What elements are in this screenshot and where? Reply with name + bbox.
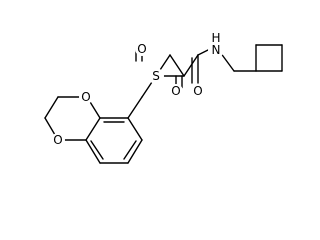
- bond: [127, 117, 143, 141]
- atom-labels: S O O O N H O O: [53, 31, 220, 147]
- sulfur-label: S: [152, 69, 160, 83]
- bond: [44, 96, 59, 119]
- bond: [85, 117, 101, 141]
- bond: [219, 51, 235, 72]
- bond: [169, 54, 185, 77]
- amide-nitrogen-label: N: [212, 43, 221, 57]
- bond: [90, 140, 104, 160]
- bond-layer: [44, 44, 283, 164]
- amide-hydrogen-label: H: [211, 31, 220, 45]
- ring-oxygen-lower-label: O: [53, 133, 62, 147]
- bond: [183, 54, 199, 77]
- ring-oxygen-upper-label: O: [81, 90, 90, 104]
- bond: [127, 139, 143, 164]
- sulfonyl-oxygen-bottom-label: O: [171, 84, 180, 98]
- atom-label-backgrounds: [51, 42, 224, 147]
- sulfonyl-oxygen-top-label: O: [137, 42, 146, 56]
- bond: [85, 139, 101, 164]
- carbonyl-oxygen-label: O: [193, 84, 202, 98]
- molecule-structure: S O O O N H O O: [44, 31, 283, 164]
- bond: [123, 140, 137, 160]
- bond: [127, 96, 143, 119]
